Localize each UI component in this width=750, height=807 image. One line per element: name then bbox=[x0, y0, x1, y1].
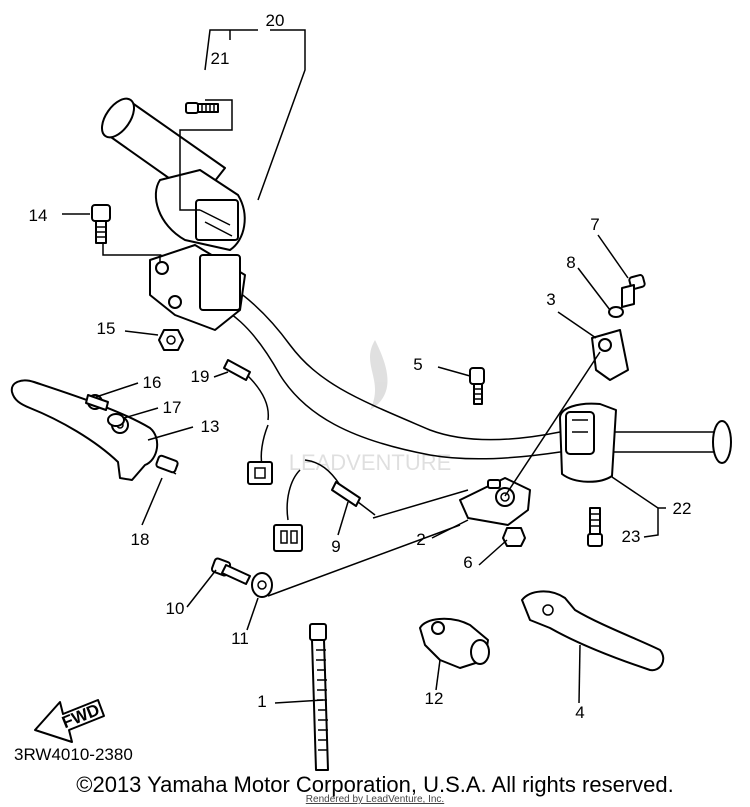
bolt-part-5 bbox=[469, 367, 485, 405]
label-part-12: 12 bbox=[425, 689, 444, 708]
screw-part-23 bbox=[587, 507, 603, 547]
fwd-arrow-icon: FWD bbox=[34, 699, 105, 743]
holder-part-3 bbox=[591, 329, 629, 381]
drawing-code: 3RW4010-2380 bbox=[14, 745, 133, 764]
fwd-label: FWD bbox=[59, 700, 102, 732]
label-part-22: 22 bbox=[673, 499, 692, 518]
spring-part-18 bbox=[155, 454, 179, 475]
copyright-notice: ©2013 Yamaha Motor Corporation, U.S.A. A… bbox=[76, 772, 674, 797]
label-part-5: 5 bbox=[413, 355, 422, 374]
label-part-20: 20 bbox=[266, 11, 285, 30]
part-labels: 20 21 14 15 16 17 13 18 19 9 10 11 1 12 … bbox=[29, 11, 692, 722]
label-part-17: 17 bbox=[163, 398, 182, 417]
label-part-7: 7 bbox=[590, 215, 599, 234]
collar-part-17 bbox=[107, 413, 125, 427]
label-part-19: 19 bbox=[191, 367, 210, 386]
left-switch-body bbox=[149, 244, 246, 331]
nut-part-11 bbox=[251, 572, 273, 598]
label-part-11: 11 bbox=[231, 629, 249, 648]
right-switch-part-22 bbox=[559, 402, 617, 483]
label-part-23: 23 bbox=[622, 527, 641, 546]
bracket-part-2 bbox=[459, 477, 531, 526]
lever-holder-part-12 bbox=[419, 617, 490, 669]
label-part-6: 6 bbox=[463, 553, 472, 572]
label-part-10: 10 bbox=[166, 599, 185, 618]
cable-tie-part-1 bbox=[309, 623, 329, 771]
clutch-lever-part-13 bbox=[10, 379, 159, 481]
washer-part-8 bbox=[608, 306, 624, 318]
label-part-21: 21 bbox=[211, 49, 230, 68]
screw-part-7 bbox=[621, 274, 646, 308]
label-part-4: 4 bbox=[575, 703, 584, 722]
bolt-part-14 bbox=[91, 204, 111, 244]
rendered-by-link[interactable]: Rendered by LeadVenture, Inc. bbox=[305, 794, 445, 805]
label-part-1: 1 bbox=[257, 692, 266, 711]
label-part-16: 16 bbox=[143, 373, 162, 392]
leader-lines bbox=[62, 29, 666, 704]
switch-part-19 bbox=[223, 359, 273, 485]
pivot-bolt-part-16 bbox=[85, 394, 109, 411]
throttle-grip-assembly bbox=[101, 97, 246, 251]
handlebar bbox=[159, 254, 732, 464]
nut-part-6 bbox=[502, 527, 526, 547]
label-part-3: 3 bbox=[546, 290, 555, 309]
bolt-part-10 bbox=[210, 557, 251, 585]
label-part-15: 15 bbox=[97, 319, 116, 338]
label-part-9: 9 bbox=[331, 537, 340, 556]
label-part-8: 8 bbox=[566, 253, 575, 272]
brake-lever-part-4 bbox=[521, 590, 665, 672]
bolt-part-21 bbox=[185, 102, 219, 114]
label-part-2: 2 bbox=[416, 530, 425, 549]
label-part-18: 18 bbox=[131, 530, 150, 549]
label-part-14: 14 bbox=[29, 206, 48, 225]
label-part-13: 13 bbox=[201, 417, 220, 436]
nut-part-15 bbox=[158, 329, 184, 351]
switch-part-9 bbox=[273, 459, 376, 552]
